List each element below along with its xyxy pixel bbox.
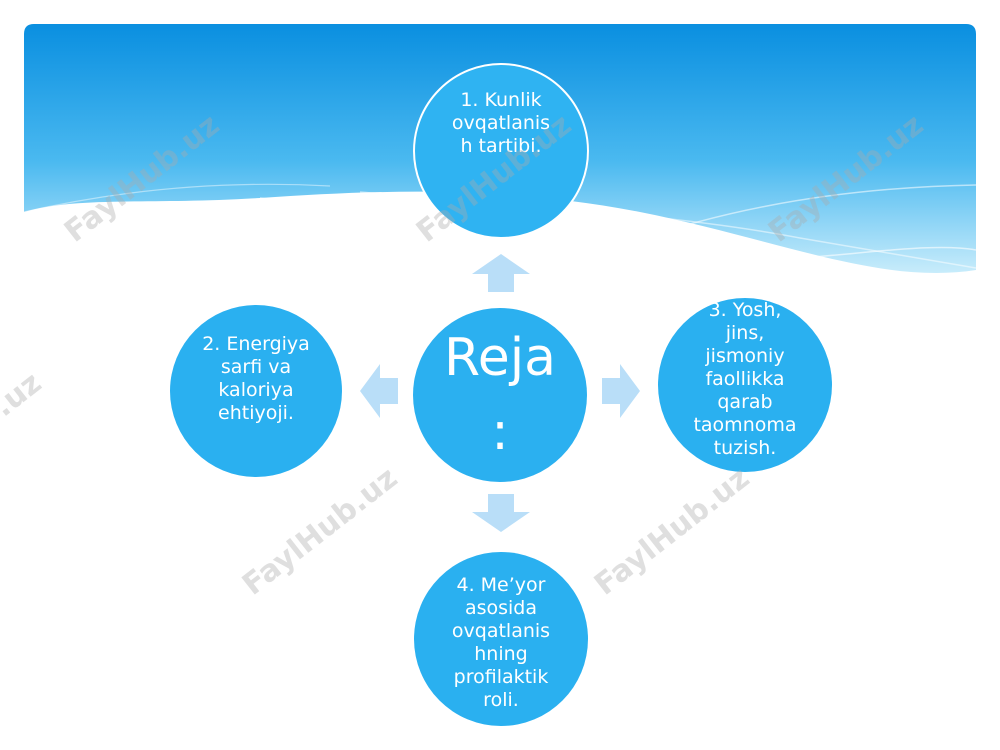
- node-top: 1. Kunlik ovqatlanis h tartibi.: [413, 63, 589, 239]
- arrow-up-icon: [472, 254, 530, 292]
- arrow-left-icon: [360, 364, 398, 418]
- node-bottom: 4. Me’yor asosida ovqatlanis hning profi…: [414, 552, 588, 726]
- node-right: 3. Yosh, jins, jismoniy faollikka qarab …: [658, 298, 832, 472]
- node-top-label: 1. Kunlik ovqatlanis h tartibi.: [451, 88, 551, 157]
- node-left-label: 2. Energiya sarfi va kaloriya ehtiyoji.: [202, 333, 310, 424]
- arrow-right-icon: [602, 364, 640, 418]
- node-bottom-label: 4. Me’yor asosida ovqatlanis hning profi…: [451, 574, 551, 711]
- center-node: Reja :: [413, 308, 587, 482]
- center-title: Reja :: [443, 328, 557, 462]
- arrow-down-icon: [472, 494, 530, 532]
- node-left: 2. Energiya sarfi va kaloriya ehtiyoji.: [170, 305, 342, 477]
- node-right-label: 3. Yosh, jins, jismoniy faollikka qarab …: [693, 298, 797, 459]
